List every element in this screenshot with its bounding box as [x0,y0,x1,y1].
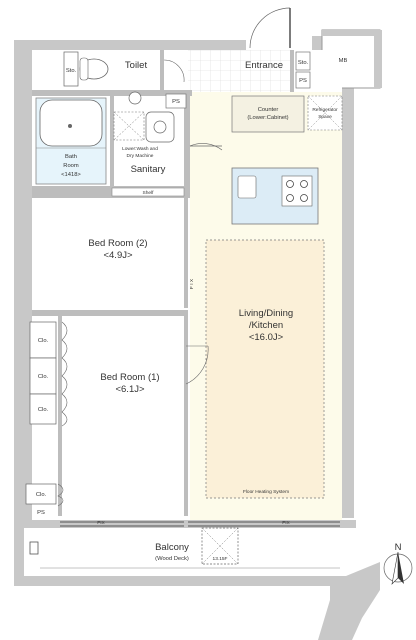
ldk-label-1: Living/Dining [239,308,293,319]
counter-label-1: Counter [258,107,279,113]
toilet-fixture [63,51,185,105]
shelf-board [111,187,185,197]
bedroom-2-label: Bed Room (2) [88,238,147,249]
bedroom-1-label: Bed Room (1) [100,372,159,383]
pipe-shafts [165,51,311,109]
room-labels: Sto. Toilet Entrance Sto. PS MB PS Count… [36,58,402,562]
floor-heating-label: Floor Heating System [243,489,289,495]
building-walls [14,29,382,640]
entrance-tiles [188,50,290,92]
fridge-label-2: Space [318,114,332,120]
bedroom-1-door [185,345,209,385]
clo-label-3: Clo. [38,407,49,413]
ps-entrance-label: PS [299,78,307,84]
bath-label-3: <1418> [61,172,81,178]
mb-label: MB [339,58,348,64]
ldk-label-2: /Kitchen [249,320,283,331]
clo-label-1: Clo. [38,338,49,344]
balcony-label-1: Balcony [155,542,189,553]
bedroom-2-size: <4.9J> [103,250,133,261]
sto-toilet-label: Sto. [66,68,77,74]
balcony-windows [60,521,340,527]
counter-label-2: (Lower:Cabinet) [247,115,288,121]
clo-label-2: Clo. [38,374,49,380]
washer-space [113,111,223,151]
balcony [24,527,342,576]
bedroom-1-size: <6.1J> [115,384,145,395]
washer-label-2: Dry Machine [127,153,154,159]
fix-right-label: FIX [282,520,290,526]
clo-label-4: Clo. [36,492,47,498]
north-label: N [395,542,402,553]
hatch-label: 13.15F [213,556,228,562]
ldk-label-3: <16.0J> [249,332,284,343]
kitchen-island [231,167,319,225]
ps-bottom-label: PS [37,510,45,516]
north-compass-icon [383,551,413,585]
fix-vertical-label: F I X [189,278,195,289]
kitchen-counter [231,95,343,133]
entrance-door [249,7,291,49]
ps-hall-label: PS [172,99,180,105]
bath-label-1: Bath [65,154,77,160]
toilet-label: Toilet [125,60,148,71]
closets [25,321,68,507]
shelf-label: Shelf [143,190,155,196]
fix-left-label: FIX [97,520,105,526]
bath-label-2: Room [63,163,79,169]
bath-room [35,97,107,185]
washer-label-1: Lower:Wash and [122,146,158,152]
sto-entrance-label: Sto. [298,60,309,66]
fridge-label-1: Refrigerator [312,107,338,113]
entrance-label: Entrance [245,60,283,71]
balcony-label-2: (Wood Deck) [155,556,189,562]
sanitary-label: Sanitary [131,164,166,175]
